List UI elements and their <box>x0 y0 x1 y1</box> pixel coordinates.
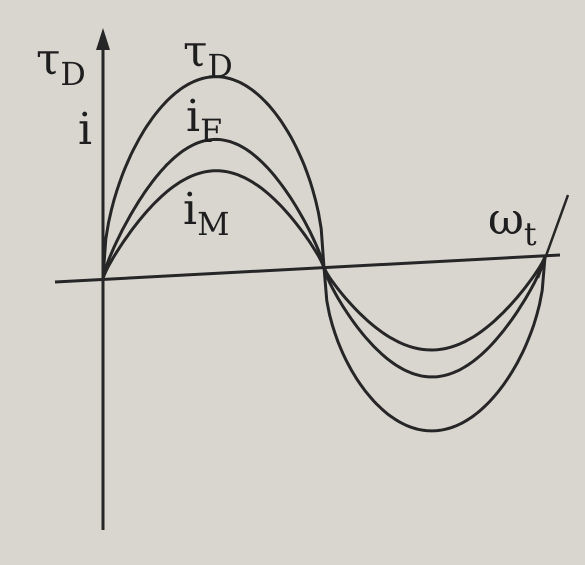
y-axis-arrow <box>96 28 110 50</box>
x-axis-label-omega-t: ωt <box>488 194 537 254</box>
curve-label-i-f: iF <box>186 91 223 151</box>
curve-label-tau-d: τD <box>183 26 233 86</box>
x-axis <box>54 253 561 284</box>
curve-i-m <box>101 169 547 352</box>
y-axis-label-tau-d: τD <box>36 34 86 94</box>
y-axis-label-i: i <box>78 104 93 155</box>
curve-label-i-m: iM <box>183 184 230 244</box>
